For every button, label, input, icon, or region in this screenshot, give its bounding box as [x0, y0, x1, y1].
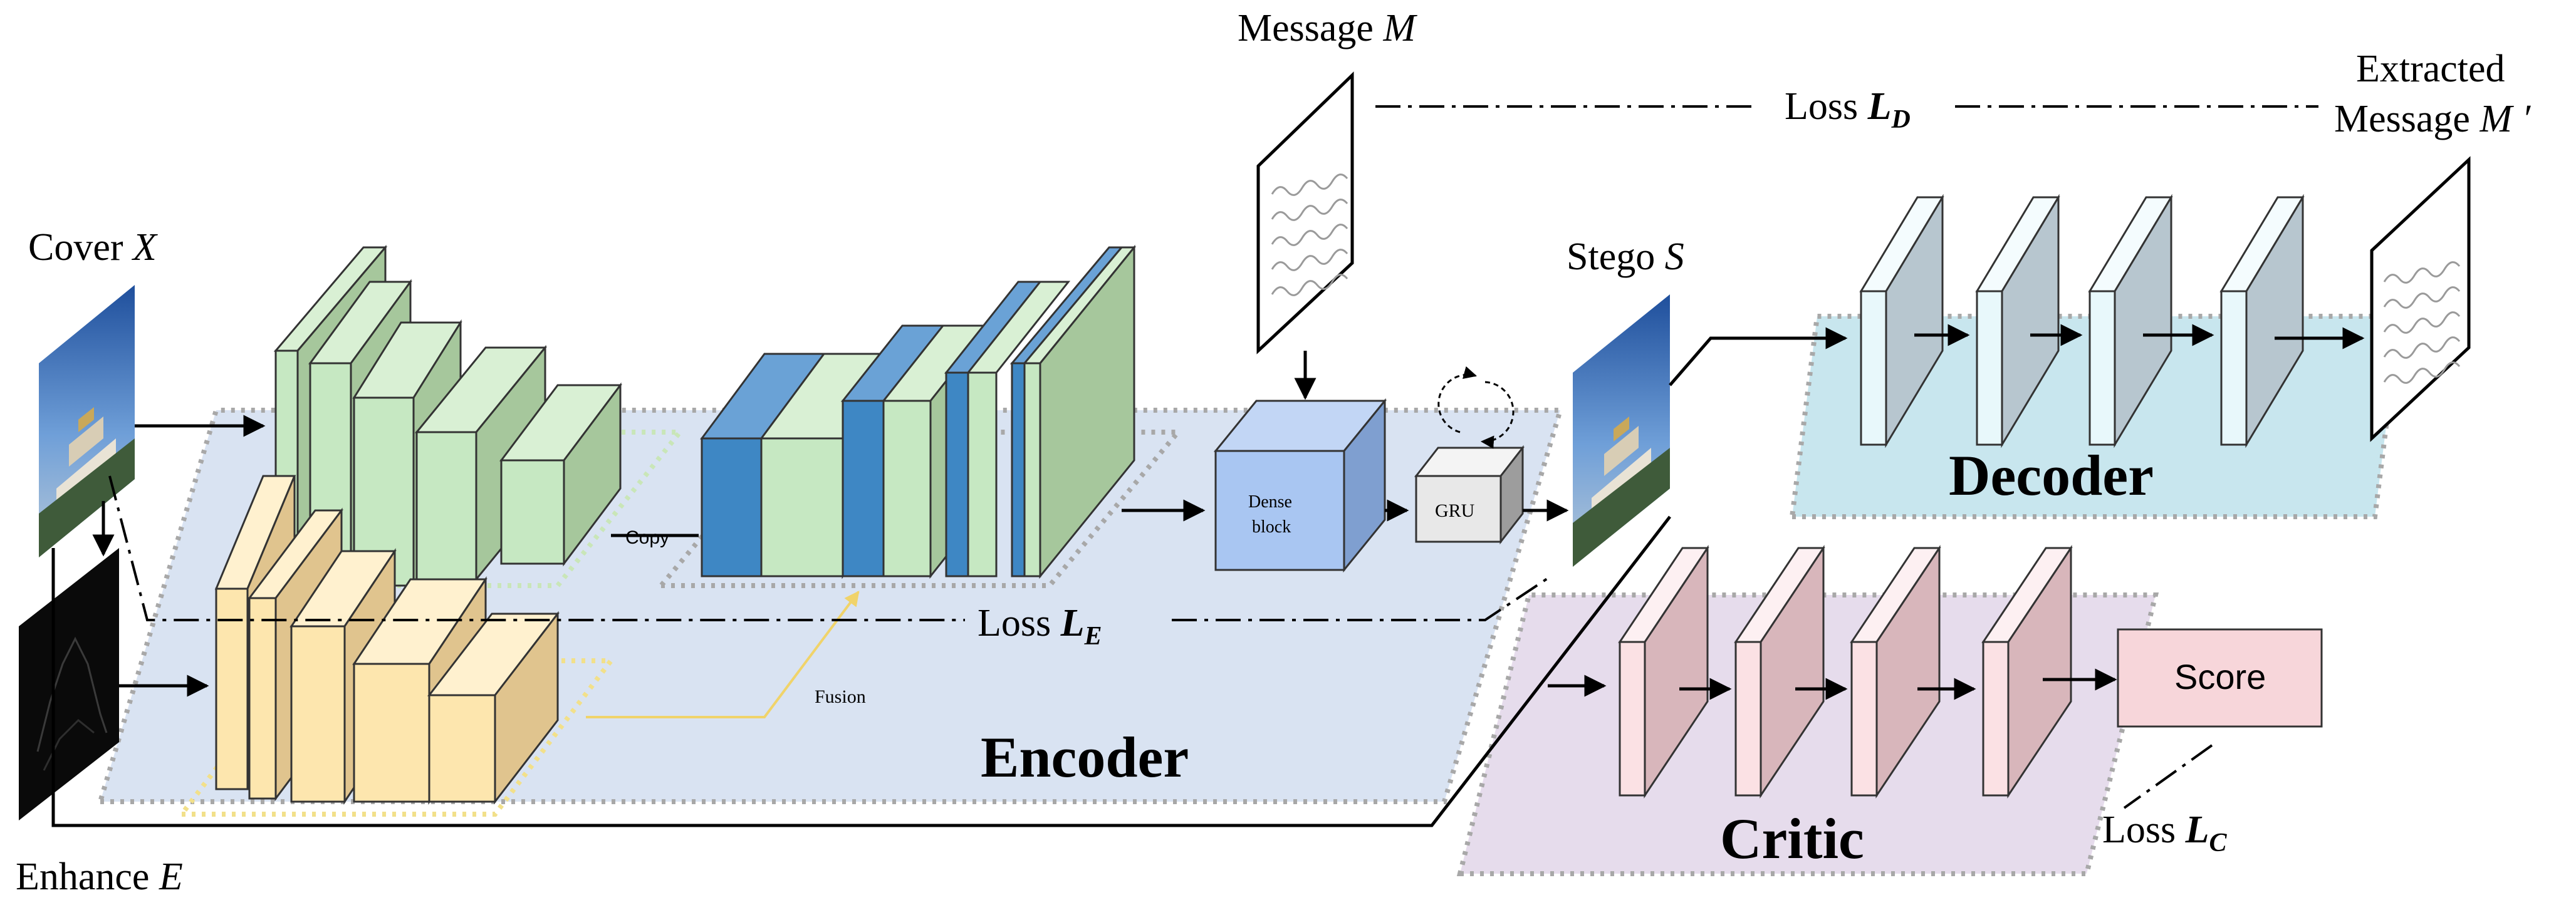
fusion-arrow	[586, 591, 860, 718]
yellow-conv-blocks	[214, 475, 560, 805]
score-box	[2117, 628, 2323, 728]
green-conv-blocks	[273, 244, 622, 589]
loss-lines	[108, 105, 2318, 809]
decoder-blocks	[1859, 194, 2305, 448]
loss-d-label: Loss LD	[1785, 85, 1911, 134]
decoder-title: Decoder	[1949, 443, 2154, 507]
loss-c-label: Loss LC	[2102, 809, 2228, 857]
extracted-label-line1: Extracted	[2356, 48, 2505, 90]
loss-e-label: Loss LE	[978, 602, 1102, 651]
cover-label: Cover X	[28, 226, 158, 269]
gru-block	[1414, 445, 1525, 545]
enhance-image	[19, 548, 119, 820]
dense-block	[1213, 398, 1387, 573]
fusion-blocks	[700, 244, 1137, 579]
score-label: Score	[2174, 657, 2266, 696]
message-label: Message M	[1238, 7, 1417, 49]
gru-label: GRU	[1435, 500, 1475, 521]
fusion-label: Fusion	[815, 686, 866, 707]
dense-block-label-line1: Dense	[1248, 492, 1292, 512]
stego-label: Stego S	[1567, 235, 1684, 278]
enhance-label: Enhance E	[16, 856, 183, 898]
critic-title: Critic	[1720, 807, 1864, 871]
extracted-label-line2: Message M ′	[2334, 98, 2532, 140]
stego-image	[1573, 294, 1670, 567]
connectors	[51, 324, 2365, 827]
encoder-title: Encoder	[981, 725, 1189, 789]
gru-recurrent-icon	[1437, 366, 1515, 449]
copy-label: Copy	[625, 527, 669, 548]
extracted-message-image	[2370, 156, 2471, 442]
cover-image	[39, 285, 135, 557]
message-image	[1256, 71, 1354, 354]
dense-block-label-line2: block	[1252, 517, 1291, 537]
critic-blocks	[1618, 545, 2073, 799]
